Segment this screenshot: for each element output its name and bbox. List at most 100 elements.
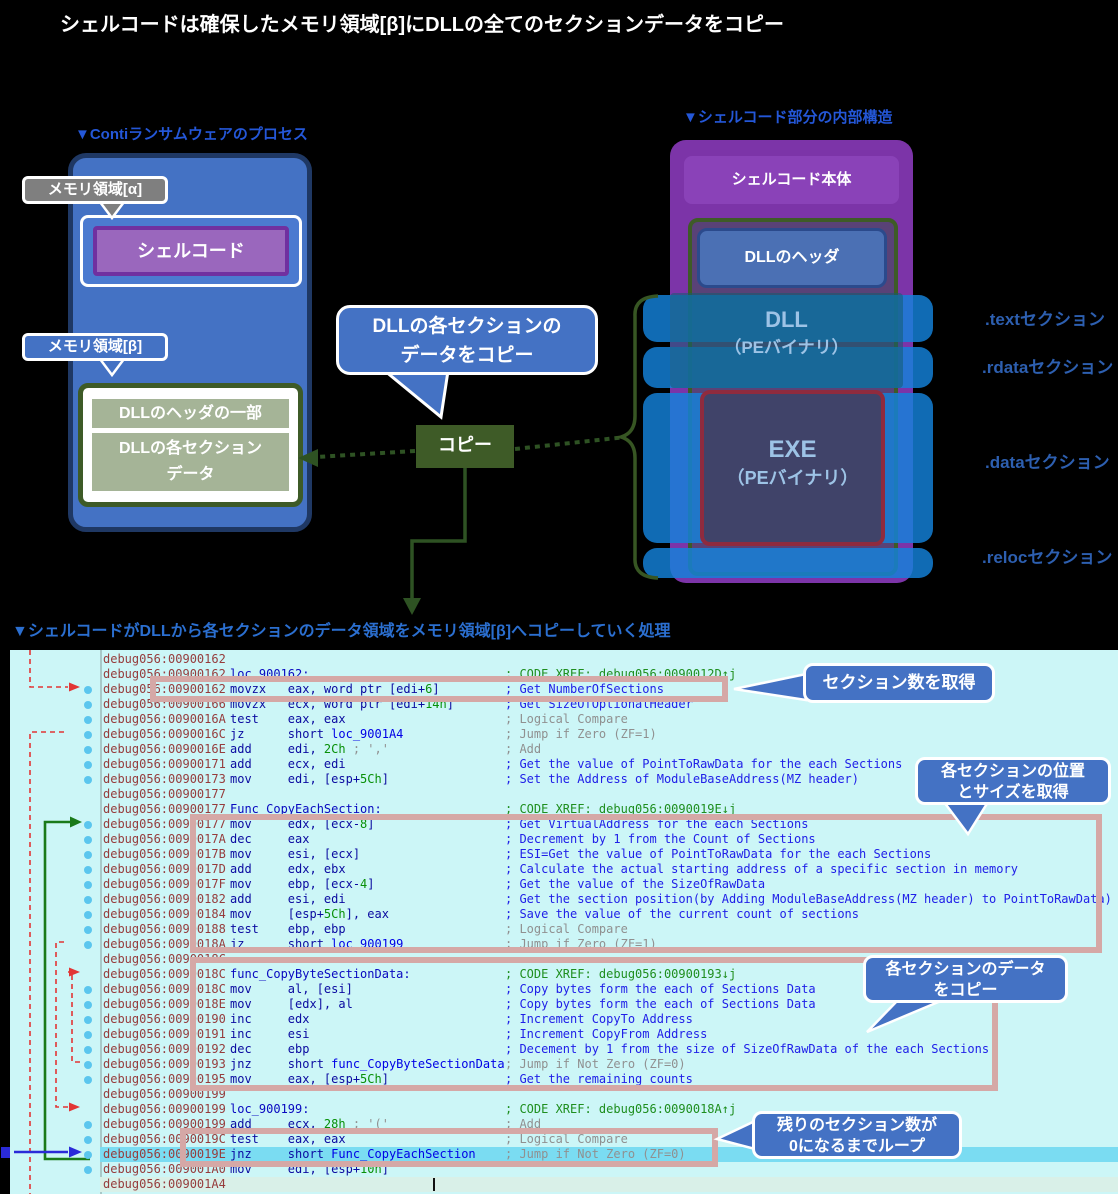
exe-pe-line1: EXE <box>768 436 817 463</box>
bubble-line1: DLLの各セクションの <box>372 316 562 337</box>
asm-code: mov eax, [esp+5Ch] <box>230 1072 389 1086</box>
asm-code: test eax, eax <box>230 1132 346 1146</box>
shellcode-box: シェルコード <box>93 226 289 276</box>
line-dot-icon <box>84 1001 92 1009</box>
line-dot-icon <box>84 866 92 874</box>
data-section-label: .dataセクション <box>985 453 1110 472</box>
callout3-line2: をコピー <box>933 982 998 999</box>
asm-comment: ; Jump if Zero (ZF=1) <box>505 727 657 741</box>
bubble-line2: データをコピー <box>400 345 534 366</box>
asm-address: debug056:0090019E <box>103 1147 226 1161</box>
asm-code: mov ebp, [ecx-4] <box>230 877 375 891</box>
asm-address: debug056:00900162 <box>103 682 226 696</box>
rdata-section-label: .rdataセクション <box>982 358 1114 377</box>
asm-address: debug056:00900199 <box>103 1117 226 1131</box>
asm-code: mov edx, [ecx-8] <box>230 817 375 831</box>
reloc-section-band <box>643 548 933 578</box>
line-dot-icon <box>84 716 92 724</box>
line-dot-icon <box>84 686 92 694</box>
line-dot-icon <box>84 836 92 844</box>
asm-code: jnz short Func_CopyEachSection <box>230 1147 476 1161</box>
exe-pe-line2: （PEバイナリ） <box>726 468 859 488</box>
asm-comment: ; Get the section position(by Adding Mod… <box>505 892 1112 906</box>
asm-code: test ebp, ebp <box>230 922 346 936</box>
asm-comment: ; ESI=Get the value of PointToRawData fo… <box>505 847 932 861</box>
asm-address: debug056:00900177 <box>103 787 226 801</box>
callout-get-pos-size: 各セクションの位置 とサイズを取得 <box>915 757 1111 805</box>
asm-address: debug056:00900177 <box>103 802 226 816</box>
copy-arrow-left <box>315 449 416 459</box>
asm-code: mov [esp+5Ch], eax <box>230 907 389 921</box>
dll-pe-line2: （PEバイナリ） <box>724 338 849 357</box>
callout-copy-data: 各セクションのデータ をコピー <box>863 955 1068 1003</box>
line-dot-icon <box>84 1121 92 1129</box>
asm-comment: ; Add <box>505 742 542 756</box>
frame-loop-check <box>180 1128 718 1167</box>
frame-get-section-count <box>150 676 728 702</box>
asm-comment: ; Set the Address of ModuleBaseAddress(M… <box>505 772 860 786</box>
asm-code: add esi, edi <box>230 892 346 906</box>
line-dot-icon <box>84 1031 92 1039</box>
left-diagram-heading: ▼Contiランサムウェアのプロセス <box>75 126 308 143</box>
disassembly-panel[interactable]: debug056:00900162 debug056:00900162 loc_90… <box>10 650 1118 1194</box>
text-cursor <box>433 1178 435 1191</box>
callout-get-section-count: セクション数を取得 <box>803 663 995 703</box>
line-dot-icon <box>84 1016 92 1024</box>
line-dot-icon <box>84 1046 92 1054</box>
memory-alpha-tag: メモリ領域[α] <box>22 176 168 204</box>
asm-row[interactable]: debug056:00900162 movzx eax, word ptr [ed… <box>10 682 1118 697</box>
asm-row[interactable]: debug056:0090019C test eax, eax ; Logical … <box>10 1132 1118 1147</box>
asm-comment: ; Logical Compare <box>505 1132 628 1146</box>
text-section-label: .textセクション <box>985 310 1105 329</box>
asm-row[interactable]: debug056:00900177 <box>10 787 1118 802</box>
asm-code: movzx eax, word ptr [edi+6] <box>230 682 440 696</box>
shellcode-body-label: シェルコード本体 <box>684 156 899 204</box>
frame-get-section-pos-size <box>190 814 1102 953</box>
asm-address: debug056:00900173 <box>103 772 226 786</box>
copy-arrow-down <box>410 468 467 600</box>
callout-loop-until-zero: 残りのセクション数が 0になるまでループ <box>752 1111 962 1159</box>
asm-code: loc_900199: <box>230 1102 310 1116</box>
right-diagram-heading: ▼シェルコード部分の内部構造 <box>683 109 893 126</box>
asm-code: add edx, ebx <box>230 862 346 876</box>
asm-row[interactable]: debug056:00900162 <box>10 652 1118 667</box>
asm-code: dec eax <box>230 832 310 846</box>
asm-address: debug056:0090019C <box>103 1132 226 1146</box>
asm-row[interactable]: debug056:009001A4 <box>10 1177 1118 1192</box>
asm-address: debug056:009001A4 <box>103 1177 226 1191</box>
asm-comment: ; Copy bytes form the each of Sections D… <box>505 982 816 996</box>
line-dot-icon <box>84 1136 92 1144</box>
page-title: シェルコードは確保したメモリ領域[β]にDLLの全てのセクションデータをコピー <box>60 14 785 36</box>
asm-comment: ; Copy bytes form the each of Sections D… <box>505 997 816 1011</box>
exe-pe-binary-box: EXE （PEバイナリ） <box>700 390 885 546</box>
dll-pe-line1: DLL <box>765 307 808 332</box>
callout1-line1: セクション数を取得 <box>822 673 976 692</box>
asm-code: func_CopyByteSectionData: <box>230 967 411 981</box>
dll-section-data-line1: DLLの各セクション <box>118 440 263 457</box>
line-dot-icon <box>84 896 92 904</box>
asm-comment: ; Jump if Not Zero (ZF=0) <box>505 1057 686 1071</box>
line-dot-icon <box>84 1076 92 1084</box>
line-dot-icon <box>84 1166 92 1174</box>
asm-comment: ; Logical Compare <box>505 712 628 726</box>
asm-address: debug056:00900171 <box>103 757 226 771</box>
asm-code: add edi, 2Ch ; ',' <box>230 742 389 756</box>
line-dot-icon <box>84 986 92 994</box>
